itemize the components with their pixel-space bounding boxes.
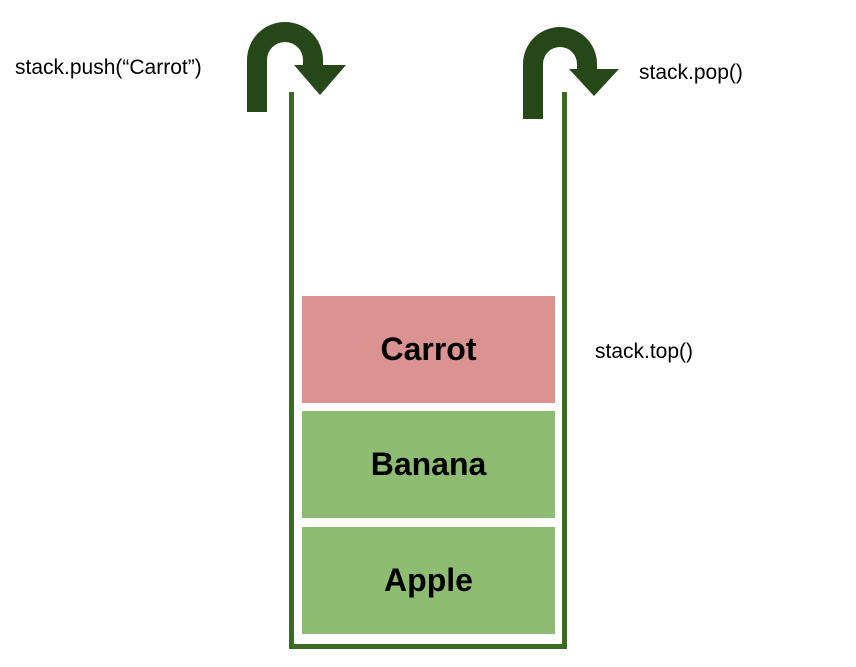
- stack-container: [289, 92, 567, 649]
- stack-item-carrot: Carrot: [302, 296, 555, 403]
- top-operation-label: stack.top(): [595, 340, 694, 363]
- push-operation-label: stack.push(“Carrot”): [15, 56, 202, 79]
- push-curved-arrow-icon: [247, 22, 346, 112]
- stack-item-banana: Banana: [302, 411, 555, 518]
- stack-item-apple: Apple: [302, 527, 555, 634]
- pop-curved-arrow-icon: [523, 27, 619, 119]
- pop-operation-label: stack.pop(): [639, 61, 743, 84]
